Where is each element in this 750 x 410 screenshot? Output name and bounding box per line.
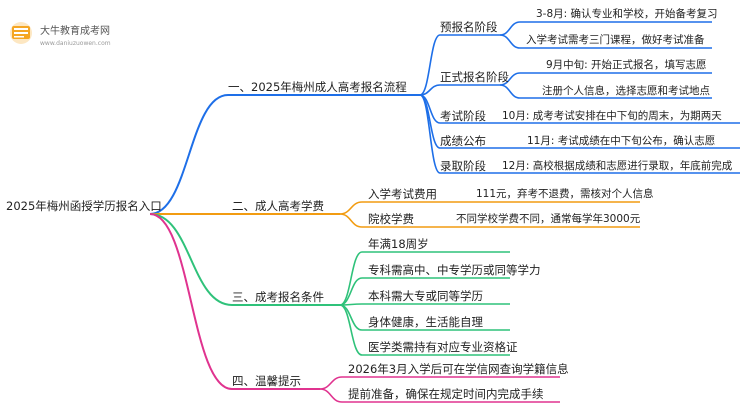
branch-2-child-2[interactable]: 院校学费 — [368, 212, 414, 226]
branch-2-child-1-detail-1: 111元，弃考不退费，需核对个人信息 — [476, 188, 654, 200]
logo-title: 大牛教育成考网 — [40, 26, 110, 37]
branch-3-child-5-connector — [339, 304, 363, 356]
branch-3-child-2[interactable]: 专科需高中、中专学历或同等学力 — [368, 263, 541, 277]
branch-3-child-1[interactable]: 年满18周岁 — [368, 237, 429, 251]
branch-3-connector — [149, 213, 233, 306]
branch-4-label[interactable]: 四、温馨提示 — [232, 374, 301, 388]
branch-1-label[interactable]: 一、2025年梅州成人高考报名流程 — [228, 80, 407, 94]
root-node[interactable]: 2025年梅州函授学历报名入口 — [6, 199, 162, 213]
branch-1-child-1-detail-1: 3-8月: 确认专业和学校，开始备考复习 — [536, 8, 718, 20]
detail-1-1-connector — [499, 21, 521, 36]
branch-4-child-1-connector — [319, 376, 343, 390]
branch-1-connector — [149, 94, 229, 215]
branch-4-connector — [149, 213, 233, 390]
branch-2-child-1-connector — [339, 201, 363, 215]
branch-4-child-1[interactable]: 2026年3月入学后可在学信网查询学籍信息 — [348, 362, 569, 376]
branch-2-child-2-connector — [339, 213, 363, 228]
branch-3-child-3[interactable]: 本科需大专或同等学历 — [368, 289, 483, 303]
branch-1-child-3[interactable]: 考试阶段 — [440, 109, 486, 123]
branch-1-child-4-detail-1: 11月: 考试成绩在中下旬公布，确认志愿 — [527, 135, 716, 147]
logo-url: www.daniuzuowen.com — [40, 40, 111, 47]
branch-1-child-5-detail-1: 12月: 高校根据成绩和志愿进行录取，年底前完成 — [502, 160, 733, 172]
detail-1-2-connector — [499, 34, 521, 49]
branch-1-child-4[interactable]: 成绩公布 — [440, 134, 486, 148]
branch-1-child-5-connector — [419, 94, 441, 174]
branch-1-child-1-detail-2: 入学考试需考三门课程，做好考试准备 — [526, 34, 705, 46]
branch-1-child-2[interactable]: 正式报名阶段 — [440, 70, 509, 84]
branch-3-label[interactable]: 三、成考报名条件 — [232, 290, 324, 304]
branch-3-child-4[interactable]: 身体健康，生活能自理 — [368, 315, 483, 329]
branch-3-child-5[interactable]: 医学类需持有对应专业资格证 — [368, 340, 518, 354]
branch-3-child-4-connector — [339, 304, 363, 331]
branch-1-child-2-detail-1: 9月中旬: 开始正式报名，填写志愿 — [546, 59, 707, 71]
branch-1-child-1[interactable]: 预报名阶段 — [440, 20, 498, 34]
branch-4-child-2[interactable]: 提前准备，确保在规定时间内完成手续 — [348, 387, 544, 401]
branch-2-child-1[interactable]: 入学考试费用 — [368, 187, 437, 201]
branch-1-child-5[interactable]: 录取阶段 — [440, 159, 486, 173]
branch-1-child-1-connector — [419, 34, 441, 96]
branch-4-child-2-connector — [319, 388, 343, 403]
branch-1-child-2-detail-2: 注册个人信息，选择志愿和考试地点 — [542, 85, 710, 97]
branch-2-child-2-detail-1: 不同学校学费不同，通常每学年3000元 — [456, 213, 641, 225]
branch-2-label[interactable]: 二、成人高考学费 — [232, 199, 324, 213]
detail-2-2-connector — [499, 84, 521, 99]
branch-1-child-3-detail-1: 10月: 成考考试安排在中下旬的周末，为期两天 — [502, 110, 722, 122]
